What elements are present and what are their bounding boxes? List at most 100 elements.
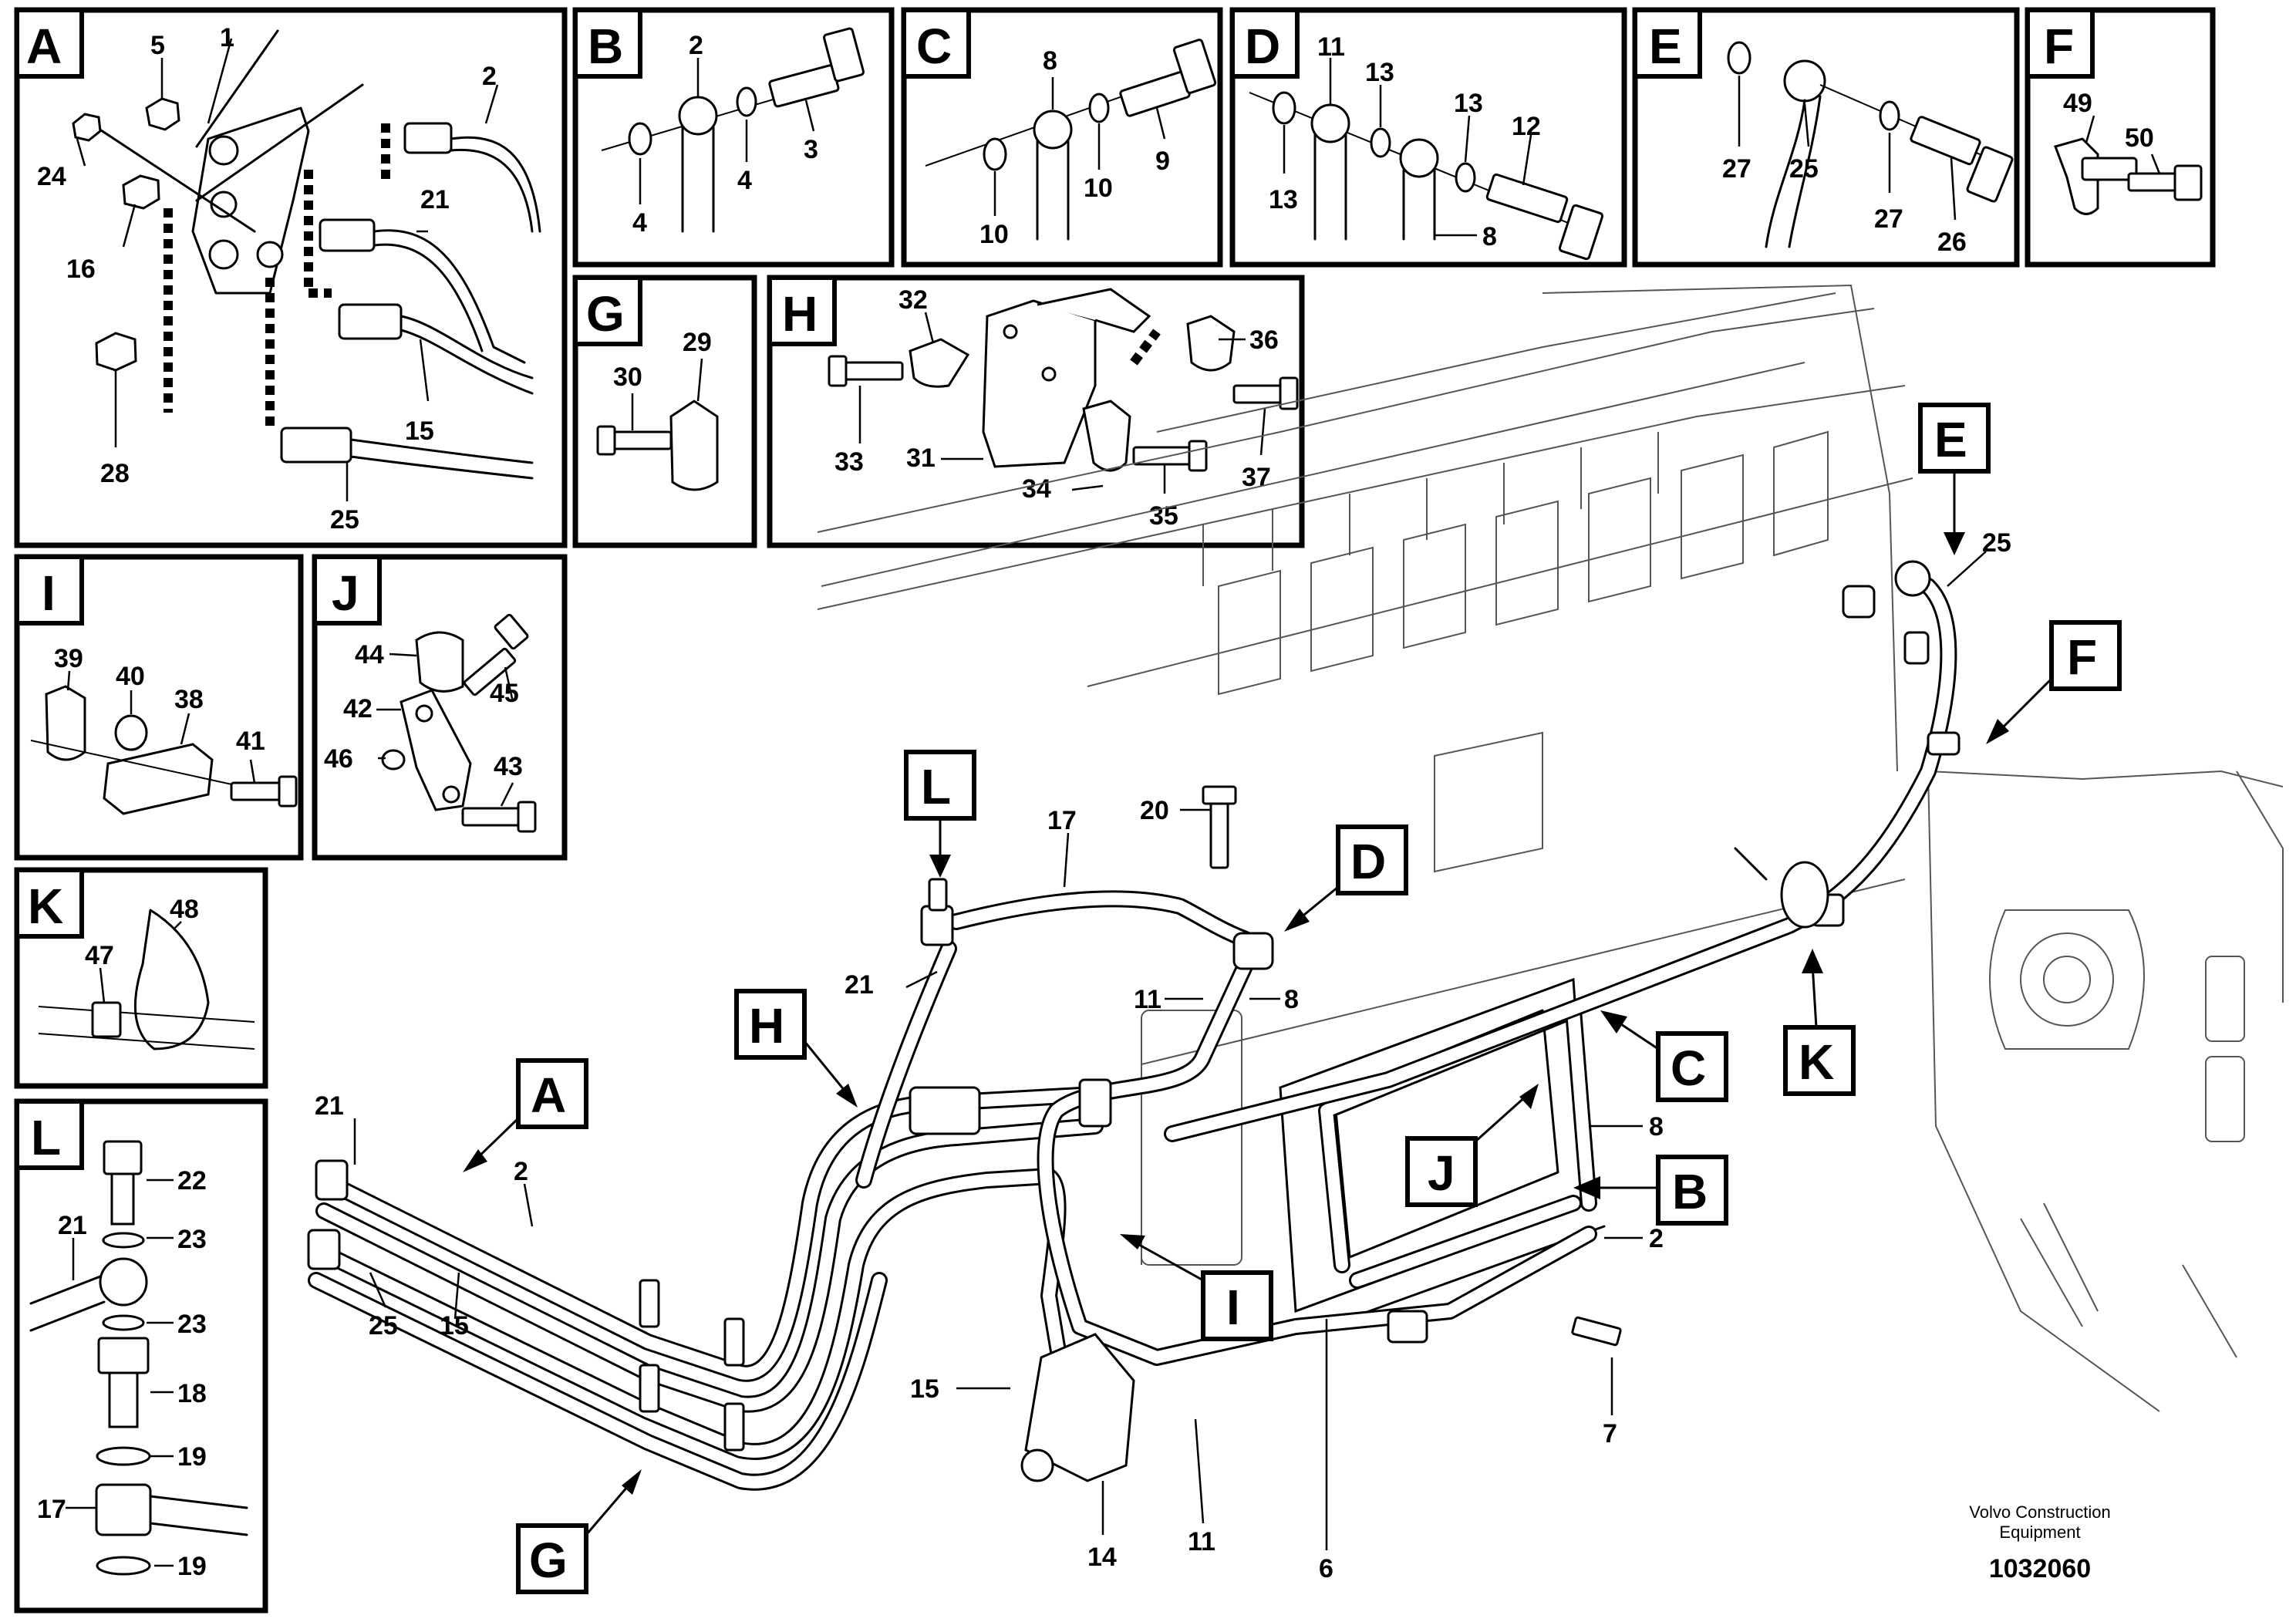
callout-number: 16: [66, 255, 96, 284]
panel-letter: L: [31, 1110, 61, 1165]
panel-b-drawing: 2 3 4 4: [601, 27, 865, 238]
panel-letter: F: [2044, 19, 2074, 74]
panel-a-drawing: 1 2 5 24 21 16 15 28 25: [37, 23, 541, 534]
panel-letter: E: [1649, 19, 1682, 74]
callout-number: 21: [58, 1211, 87, 1240]
callout-number: 27: [1874, 204, 1903, 234]
panel-letter: J: [332, 565, 359, 621]
tag-letter: D: [1350, 834, 1386, 889]
tag-letter: I: [1226, 1280, 1240, 1335]
callout-number: 15: [440, 1311, 469, 1340]
callout-number: 50: [2125, 123, 2154, 153]
callout-number: 15: [405, 416, 434, 446]
panel-letter: H: [782, 286, 818, 342]
callout-number: 42: [343, 694, 373, 723]
callout-number: 25: [1789, 154, 1819, 184]
callout-number: 32: [899, 285, 928, 315]
callout-number: 13: [1269, 185, 1298, 214]
callout-number: 44: [355, 640, 384, 669]
callout-number: 46: [324, 744, 353, 774]
callout-number: 14: [1087, 1543, 1117, 1572]
tag-letter: E: [1934, 412, 1967, 467]
callout-number: 31: [906, 443, 936, 473]
callout-number: 5: [150, 31, 165, 60]
callout-number: 43: [494, 752, 523, 781]
panel-j-drawing: 44 45 42 46 43: [324, 613, 537, 833]
tag-letter: C: [1671, 1040, 1706, 1096]
credit-line-1: Volvo Construction: [1969, 1502, 2110, 1522]
panel-frames: [14, 7, 2216, 1614]
callout-number: 19: [177, 1442, 207, 1472]
callout-number: 33: [834, 447, 864, 477]
callout-number: 4: [632, 208, 647, 238]
callout-number: 39: [54, 644, 83, 673]
callout-number: 23: [177, 1310, 207, 1339]
callout-number: 10: [1084, 174, 1113, 203]
main-leader-lines: [353, 551, 1987, 1550]
panel-letter: G: [586, 286, 625, 342]
callout-number: 11: [1317, 32, 1345, 62]
panel-letter: I: [42, 565, 56, 621]
callout-number: 18: [177, 1379, 207, 1408]
callout-number: 2: [1649, 1224, 1664, 1253]
callout-number: 47: [85, 941, 114, 970]
drawing-code: 1032060: [1989, 1554, 2091, 1583]
callout-number: 17: [37, 1495, 66, 1524]
callout-number: 15: [910, 1374, 939, 1404]
tag-letter: B: [1672, 1164, 1708, 1219]
credit-line-2: Equipment: [1999, 1523, 2080, 1542]
callout-number: 8: [1649, 1112, 1664, 1141]
callout-number: 49: [2063, 89, 2092, 118]
callout-number: 6: [1319, 1554, 1333, 1583]
callout-number: 8: [1284, 985, 1299, 1014]
callout-number: 41: [236, 727, 265, 756]
footer: Volvo Construction Equipment 1032060: [1969, 1502, 2110, 1583]
panel-g-drawing: 29 30: [596, 328, 719, 491]
callout-number: 29: [683, 328, 712, 357]
tag-letter: G: [529, 1533, 568, 1588]
panel-c-drawing: 8 9 10 10: [925, 39, 1217, 249]
callout-number: 2: [482, 62, 497, 91]
main-letter-tags: A B C D E F G H: [463, 403, 2122, 1594]
callout-number: 30: [613, 363, 642, 392]
callout-number: 7: [1603, 1419, 1617, 1448]
callout-number: 1: [220, 23, 234, 52]
tag-letter: A: [531, 1067, 566, 1123]
callout-number: 10: [979, 220, 1009, 249]
callout-number: 23: [177, 1225, 207, 1254]
callout-number: 25: [369, 1311, 398, 1340]
panel-letter: A: [26, 19, 62, 74]
tag-letter: F: [2067, 629, 2097, 685]
panel-letter: C: [916, 19, 952, 74]
callout-number: 27: [1722, 154, 1752, 184]
callout-number: 26: [1937, 228, 1967, 257]
callout-number: 11: [1188, 1527, 1215, 1556]
callout-number: 45: [490, 679, 519, 708]
callout-number: 13: [1365, 58, 1394, 87]
callout-number: 22: [177, 1166, 207, 1195]
callout-number: 3: [804, 135, 818, 164]
panel-l-drawing: 22 21 23 23 18 19 17 19: [29, 1140, 248, 1581]
panel-h-drawing: 32 36 33 31 34 35 37: [828, 285, 1299, 531]
panel-letter: K: [28, 878, 63, 934]
callout-number: 4: [737, 166, 752, 195]
panel-e-drawing: 27 25 27 26: [1722, 41, 2014, 257]
callout-number: 21: [315, 1091, 344, 1121]
hose-assembly: [307, 560, 1961, 1491]
panel-k-drawing: 47 48: [38, 895, 255, 1050]
callout-number: 38: [174, 685, 204, 714]
callout-number: 2: [689, 31, 703, 60]
callout-number: 36: [1249, 325, 1279, 355]
callout-number: 48: [170, 895, 199, 924]
callout-number: 34: [1022, 474, 1051, 504]
callout-number: 25: [1982, 528, 2011, 558]
callout-number: 11: [1134, 985, 1161, 1014]
panel-d-drawing: 11 13 13 13 12 8: [1249, 32, 1604, 261]
callout-number: 19: [177, 1552, 207, 1581]
callout-number: 17: [1047, 806, 1077, 835]
tag-letter: H: [749, 998, 784, 1054]
panel-letter-boxes: A B C D E F G H I J K L: [15, 8, 2095, 1170]
panel-i-drawing: 39 40 38 41: [30, 644, 298, 815]
callout-number: 20: [1140, 796, 1169, 825]
